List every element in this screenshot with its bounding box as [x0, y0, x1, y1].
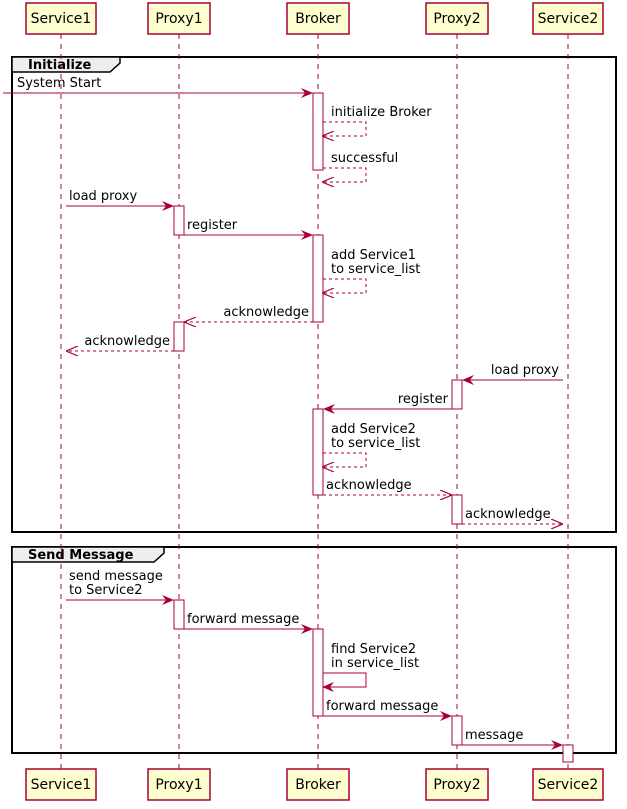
activation-bar — [451, 379, 463, 410]
message-label: add Service2 — [331, 422, 416, 437]
message: load proxy — [66, 189, 174, 211]
message-label: add Service1 — [331, 248, 416, 263]
participant-rect — [147, 2, 211, 35]
participant-label: Service1 — [31, 777, 92, 793]
participant-rect — [532, 2, 604, 35]
participant-rect — [286, 768, 350, 801]
participant-box: Broker — [286, 2, 350, 35]
message: register — [184, 218, 313, 240]
message-label: message — [465, 728, 523, 743]
participant-box: Service1 — [25, 768, 97, 801]
message: forward message — [184, 612, 313, 634]
message-label: load proxy — [491, 363, 559, 378]
message-label: load proxy — [69, 189, 137, 204]
group-tab — [11, 56, 121, 73]
message-label: initialize Broker — [331, 105, 432, 120]
message: forward message — [323, 699, 452, 721]
activation-bar — [451, 494, 463, 525]
participant-label: Proxy2 — [433, 11, 480, 27]
participant-rect — [286, 2, 350, 35]
activation-bar — [312, 628, 324, 717]
group-title: Send Message — [28, 548, 134, 563]
activation-bar — [173, 599, 185, 630]
participant-label: Proxy1 — [155, 11, 202, 27]
group-tab — [11, 546, 165, 563]
message-label: in service_list — [331, 656, 419, 671]
participant-rect — [147, 768, 211, 801]
message-label: acknowledge — [326, 478, 412, 493]
participant-box: Proxy2 — [425, 2, 489, 35]
activation-bar — [562, 744, 574, 763]
activation-bar — [312, 234, 324, 323]
participant-box: Proxy1 — [147, 768, 211, 801]
message-label: register — [398, 392, 449, 407]
message-label: System Start — [17, 76, 101, 91]
message: acknowledge — [462, 507, 562, 524]
participant-box: Service2 — [532, 2, 604, 35]
participant-label: Service1 — [31, 11, 92, 27]
participant-label: Service2 — [538, 11, 599, 27]
group-border — [11, 56, 617, 533]
participant-box: Proxy1 — [147, 2, 211, 35]
message-label: to service_list — [331, 436, 420, 451]
message-label: acknowledge — [223, 305, 309, 320]
self-message-arrow — [322, 672, 367, 692]
message-label: forward message — [187, 612, 299, 627]
message-label: to Service2 — [69, 583, 143, 598]
group-border — [11, 546, 617, 754]
participant-rect — [25, 768, 97, 801]
message: load proxy — [462, 363, 563, 385]
group-title: Initialize — [28, 58, 91, 73]
participant-box: Broker — [286, 768, 350, 801]
participant-box: Service1 — [25, 2, 97, 35]
participant-rect — [532, 768, 604, 801]
group-frame: Initialize — [11, 56, 617, 533]
message-label: acknowledge — [84, 334, 170, 349]
message-label: find Service2 — [331, 642, 416, 657]
message-label: to service_list — [331, 262, 420, 277]
participant-label: Proxy1 — [155, 777, 202, 793]
message: System Start — [3, 76, 313, 98]
message: acknowledge — [185, 305, 313, 322]
message-label: forward message — [326, 699, 438, 714]
self-message-arrow — [323, 121, 367, 136]
participant-label: Broker — [295, 11, 341, 27]
participant-box: Service2 — [532, 768, 604, 801]
message: message — [462, 728, 563, 750]
participant-box: Proxy2 — [425, 768, 489, 801]
activation-bar — [312, 408, 324, 496]
participant-label: Broker — [295, 777, 341, 793]
message: successful — [323, 151, 398, 182]
message-label: register — [187, 218, 238, 233]
group-frame: Send Message — [11, 546, 617, 754]
message: acknowledge — [67, 334, 174, 351]
participant-rect — [425, 2, 489, 35]
self-message-arrow — [323, 278, 367, 293]
participant-label: Proxy2 — [433, 777, 480, 793]
message-label: successful — [331, 151, 398, 166]
participant-label: Service2 — [538, 777, 599, 793]
message: register — [323, 392, 452, 414]
activation-bar — [173, 205, 185, 236]
activation-bar — [173, 321, 185, 352]
self-message-arrow — [323, 167, 367, 182]
participant-rect — [425, 768, 489, 801]
participant-rect — [25, 2, 97, 35]
message: initialize Broker — [323, 105, 432, 136]
activation-bar — [312, 92, 324, 171]
message-label: acknowledge — [465, 507, 551, 522]
message-label: send message — [69, 569, 163, 584]
message: acknowledge — [323, 478, 451, 495]
activation-bar — [451, 715, 463, 746]
self-message-arrow — [323, 452, 367, 467]
